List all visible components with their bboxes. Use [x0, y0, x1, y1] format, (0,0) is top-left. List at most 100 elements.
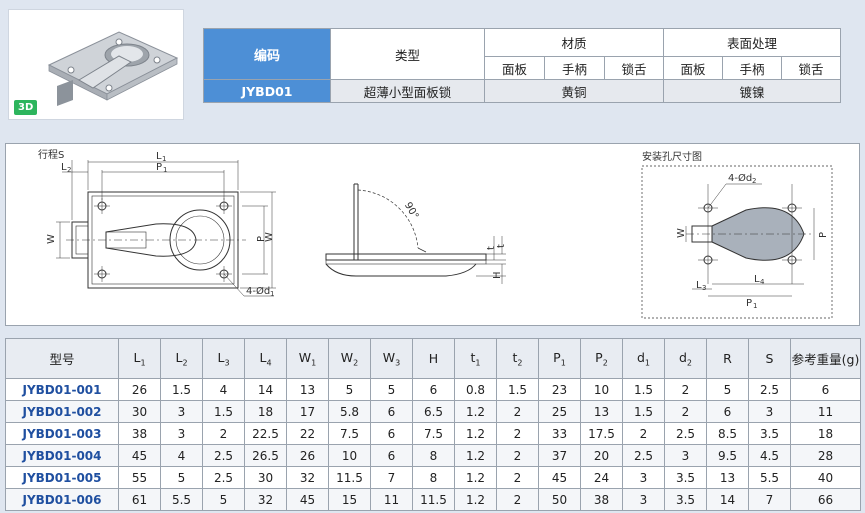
- value-cell: 4: [202, 378, 245, 401]
- column-header: H: [412, 338, 455, 379]
- value-cell: 2.5: [202, 466, 245, 489]
- 3d-badge[interactable]: 3D: [14, 100, 38, 115]
- column-header: L1: [118, 338, 161, 379]
- value-cell: 1.2: [454, 488, 497, 511]
- value-cell: 11.5: [412, 488, 455, 511]
- value-cell: 11.5: [328, 466, 371, 489]
- column-header: 参考重量(g): [790, 338, 861, 379]
- value-cell: 5.5: [160, 488, 203, 511]
- value-cell: 26: [118, 378, 161, 401]
- svg-text:1: 1: [270, 290, 274, 298]
- value-cell: 2: [664, 378, 707, 401]
- value-cell: 22.5: [244, 422, 287, 445]
- dim-w2-label: W: [46, 234, 57, 244]
- dim-w3-label: W: [676, 228, 687, 238]
- sub-header: 手柄: [722, 56, 782, 80]
- product-type: 超薄小型面板锁: [330, 79, 485, 103]
- value-cell: 6: [790, 378, 861, 401]
- material-value: 黄铜: [484, 79, 664, 103]
- value-cell: 40: [790, 466, 861, 489]
- value-cell: 66: [790, 488, 861, 511]
- model-cell: JYBD01-006: [5, 488, 119, 511]
- column-header: R: [706, 338, 749, 379]
- column-header: P2: [580, 338, 623, 379]
- value-cell: 28: [790, 444, 861, 467]
- value-cell: 3: [622, 466, 665, 489]
- value-cell: 2: [496, 466, 539, 489]
- value-cell: 3.5: [664, 488, 707, 511]
- surface-value: 镀镍: [662, 79, 842, 103]
- svg-text:4: 4: [760, 278, 765, 286]
- value-cell: 61: [118, 488, 161, 511]
- column-header: t2: [496, 338, 539, 379]
- sub-header: 锁舌: [780, 56, 842, 80]
- value-cell: 20: [580, 444, 623, 467]
- value-cell: 2: [496, 488, 539, 511]
- value-cell: 24: [580, 466, 623, 489]
- svg-text:2: 2: [67, 166, 71, 174]
- dim-h-label: H: [492, 271, 503, 279]
- column-header: t1: [454, 338, 497, 379]
- value-cell: 26: [286, 444, 329, 467]
- model-cell: JYBD01-001: [5, 378, 119, 401]
- front-view-labels: 行程S L 2 L 1 P 1 W P W 4-Ød 1: [38, 148, 275, 298]
- value-cell: 6: [370, 444, 413, 467]
- value-cell: 2: [622, 422, 665, 445]
- value-cell: 3.5: [748, 422, 791, 445]
- value-cell: 6: [370, 400, 413, 423]
- value-cell: 4: [160, 444, 203, 467]
- value-cell: 17.5: [580, 422, 623, 445]
- hole-label: 4-Ød: [246, 285, 270, 297]
- column-header: d1: [622, 338, 665, 379]
- value-cell: 2.5: [202, 444, 245, 467]
- dim-w1-label: W: [264, 232, 275, 242]
- value-cell: 10: [328, 444, 371, 467]
- value-cell: 2: [664, 400, 707, 423]
- value-cell: 3.5: [664, 466, 707, 489]
- value-cell: 14: [706, 488, 749, 511]
- column-header: L4: [244, 338, 287, 379]
- dim-p2-label: P: [256, 236, 267, 242]
- value-cell: 10: [580, 378, 623, 401]
- value-cell: 5.5: [748, 466, 791, 489]
- value-cell: 7.5: [412, 422, 455, 445]
- svg-text:3: 3: [702, 284, 706, 292]
- value-cell: 18: [244, 400, 287, 423]
- side-view-labels: 90° t t H: [402, 201, 507, 279]
- value-cell: 8.5: [706, 422, 749, 445]
- value-cell: 55: [118, 466, 161, 489]
- sub-header: 手柄: [544, 56, 605, 80]
- install-p2-label: P: [818, 232, 829, 238]
- value-cell: 7: [748, 488, 791, 511]
- value-cell: 26.5: [244, 444, 287, 467]
- column-header: d2: [664, 338, 707, 379]
- value-cell: 5.8: [328, 400, 371, 423]
- column-header: L3: [202, 338, 245, 379]
- value-cell: 37: [538, 444, 581, 467]
- value-cell: 2: [496, 444, 539, 467]
- install-view-labels: 安装孔尺寸图 4-Ød 2 W P L 3 L 4 P 1: [642, 150, 829, 310]
- type-header: 类型: [330, 28, 485, 80]
- value-cell: 1.5: [622, 378, 665, 401]
- model-cell: JYBD01-003: [5, 422, 119, 445]
- svg-text:1: 1: [162, 155, 166, 163]
- value-cell: 3: [160, 422, 203, 445]
- value-cell: 5: [328, 378, 371, 401]
- value-cell: 25: [538, 400, 581, 423]
- install-hole-label: 4-Ød: [728, 172, 752, 184]
- value-cell: 5: [370, 378, 413, 401]
- dim-t2-label: t: [496, 244, 507, 248]
- value-cell: 38: [580, 488, 623, 511]
- dim-l4-label: L: [754, 274, 760, 285]
- technical-drawing: 行程S L 2 L 1 P 1 W P W 4-Ød 1: [5, 143, 860, 326]
- value-cell: 2.5: [748, 378, 791, 401]
- value-cell: 2: [496, 422, 539, 445]
- value-cell: 1.5: [496, 378, 539, 401]
- dim-l3-label: L: [696, 280, 702, 291]
- column-header: 型号: [5, 338, 119, 379]
- value-cell: 4.5: [748, 444, 791, 467]
- column-header: P1: [538, 338, 581, 379]
